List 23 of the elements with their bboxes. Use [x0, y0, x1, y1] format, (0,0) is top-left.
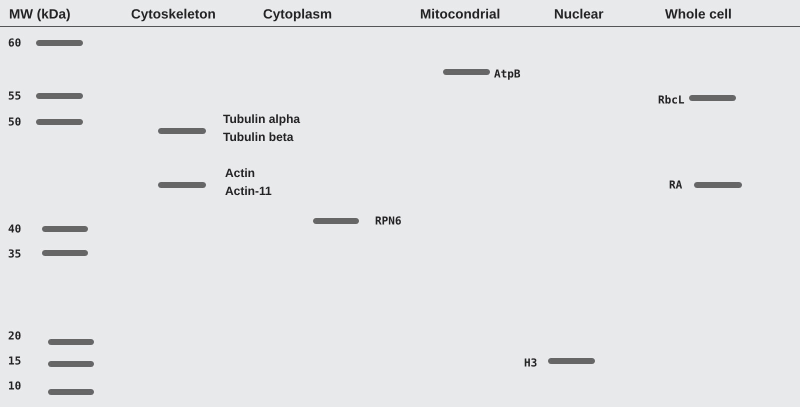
column-header: Cytoplasm [263, 6, 332, 22]
column-header: Cytoskeleton [131, 6, 216, 22]
marker-weight: 35 [8, 248, 22, 260]
band-label: RA [669, 178, 682, 192]
marker-weight: 10 [8, 380, 22, 392]
marker-weight: 55 [8, 90, 22, 102]
marker-weight: 50 [8, 116, 22, 128]
band-label: RbcL [658, 94, 684, 106]
column-header: Whole cell [665, 6, 732, 22]
band-label: Tubulin beta [223, 130, 294, 144]
band-label: Actin [225, 166, 255, 180]
column-header: MW (kDa) [9, 6, 70, 22]
marker-weight: 40 [8, 222, 22, 236]
column-header: Mitocondrial [420, 6, 500, 22]
band-label: RPN6 [375, 214, 402, 228]
band-label: AtpB [494, 68, 520, 80]
column-header: Nuclear [554, 6, 604, 22]
band-label: H3 [524, 356, 538, 370]
band-label: Actin-11 [225, 184, 272, 198]
marker-weight: 20 [8, 330, 22, 342]
marker-weight: 60 [8, 36, 22, 50]
band-label: Tubulin alpha [223, 112, 300, 126]
marker-weight: 15 [8, 354, 22, 368]
